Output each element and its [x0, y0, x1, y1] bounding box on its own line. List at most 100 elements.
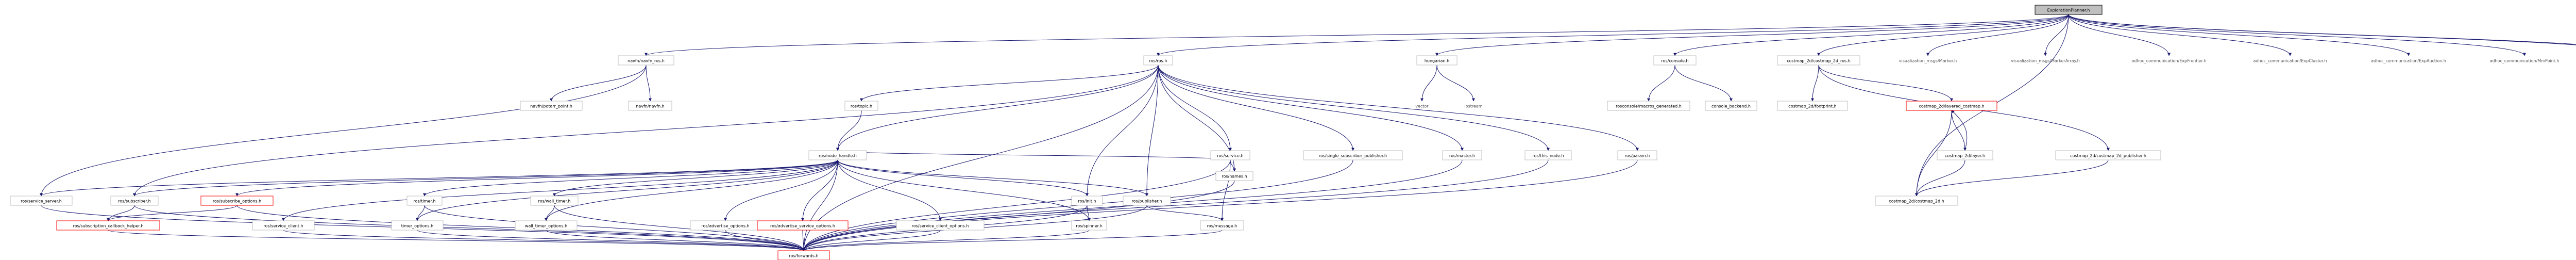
- node-label: iostream: [1464, 104, 1482, 109]
- node-label: ros/forwards.h: [789, 254, 818, 258]
- edge-ros_ros-to-ros_single_sub_pub: [1158, 64, 1354, 151]
- node-root[interactable]: ExplorationPlanner.h: [2035, 5, 2103, 15]
- node-ros-master[interactable]: ros/master.h: [1442, 150, 1482, 160]
- edge-ros_advertise_options-to-ros_forwards: [725, 230, 805, 251]
- node-costmap-2d[interactable]: costmap_2d/costmap_2d.h: [1875, 196, 1958, 206]
- edge-ros_node_handle-to-ros_advertise_options: [724, 159, 838, 221]
- node-label: wall_timer_options.h: [525, 224, 567, 229]
- edges-layer: [40, 14, 2576, 251]
- node-wall-timer-options[interactable]: wall_timer_options.h: [515, 220, 578, 231]
- node-ros-sub-cb-helper[interactable]: ros/subscription_callback_helper.h: [56, 220, 160, 231]
- node-ros-service-client-options[interactable]: ros/service_client_options.h: [896, 220, 985, 231]
- edge-ros_param-to-ros_forwards: [802, 159, 1638, 251]
- node-label: ros/spinner.h: [1076, 224, 1103, 229]
- edge-ros_node_handle-to-timer_options: [416, 159, 838, 221]
- node-label: ros/subscribe_options.h: [213, 199, 261, 204]
- node-adhoc-mmpoint: adhoc_communication/MmPoint.h: [2489, 59, 2559, 63]
- node-ros-this-node[interactable]: ros/this_node.h: [1524, 150, 1572, 160]
- edge-ros_ros-to-ros_subscriber: [133, 64, 1159, 197]
- edge-ros_service-to-ros_node_handle: [836, 150, 1231, 160]
- node-label: ros/node_handle.h: [819, 154, 857, 158]
- edge-costmap_ros-to-costmap_footprint: [1811, 64, 1819, 102]
- edge-ros_node_handle-to-ros_wall_timer: [553, 159, 838, 197]
- node-ros-timer[interactable]: ros/timer.h: [406, 196, 443, 206]
- node-ros-service-client[interactable]: ros/service_client.h: [252, 220, 315, 231]
- node-vis-marker: visualization_msgs/Marker.h: [1899, 59, 1957, 63]
- edge-ros_node_handle-to-ros_timer: [423, 159, 838, 197]
- edge-root-to-adhoc_mmpoint: [2068, 14, 2526, 56]
- node-label: adhoc_communication/ExpCluster.h: [2253, 59, 2327, 63]
- node-label: costmap_2d/costmap_2d.h: [1889, 199, 1944, 204]
- node-costmap-footprint[interactable]: costmap_2d/footprint.h: [1777, 101, 1848, 111]
- node-rosconsole-macros[interactable]: rosconsole/macros_generated.h: [1607, 101, 1690, 111]
- node-label: costmap_2d/footprint.h: [1788, 104, 1836, 109]
- node-ros-publisher[interactable]: ros/publisher.h: [1123, 196, 1171, 206]
- edge-ros_node_handle-to-ros_publisher: [837, 159, 1148, 197]
- node-navfn-potarr[interactable]: navfn/potarr_point.h: [520, 101, 583, 111]
- node-label: ros/param.h: [1625, 154, 1650, 158]
- node-label: costmap_2d/layered_costmap.h: [1919, 104, 1984, 109]
- edge-ros_wall_timer-to-ros_forwards: [554, 205, 805, 251]
- edge-ros_ros-to-ros_param: [1158, 64, 1639, 151]
- node-label: adhoc_communication/ExpAuction.h: [2371, 59, 2446, 63]
- node-ros-service-server[interactable]: ros/service_server.h: [10, 196, 73, 206]
- edge-ros_node_handle-to-ros_service_client: [282, 159, 838, 221]
- edge-ros_node_handle-to-wall_timer_options: [545, 159, 838, 221]
- node-label: ros/service_server.h: [21, 199, 62, 204]
- node-ros-topic[interactable]: ros/topic.h: [844, 101, 878, 111]
- node-label: ros/subscription_callback_helper.h: [73, 224, 144, 229]
- node-ros-ros[interactable]: ros/ros.h: [1143, 55, 1173, 66]
- edge-costmap_layer-to-costmap_2d: [1915, 159, 1965, 197]
- node-navfn-ros[interactable]: navfn/navfn_ros.h: [618, 55, 674, 66]
- node-ros-single-sub-pub[interactable]: ros/single_subscriber_publisher.h: [1303, 150, 1403, 160]
- node-vector: vector: [1415, 104, 1429, 109]
- node-label: adhoc_communication/ExpFrontier.h: [2131, 59, 2206, 63]
- node-ros-wall-timer[interactable]: ros/wall_timer.h: [530, 196, 579, 206]
- node-ros-subscriber[interactable]: ros/subscriber.h: [110, 196, 159, 206]
- node-ros-advertise-options[interactable]: ros/advertise_options.h: [690, 220, 761, 231]
- edge-ros_ros-to-ros_node_handle: [836, 64, 1159, 151]
- node-ros-subscribe-options[interactable]: ros/subscribe_options.h: [200, 196, 274, 206]
- node-label: ros/message.h: [1207, 224, 1237, 229]
- node-adhoc-auction: adhoc_communication/ExpAuction.h: [2371, 59, 2446, 63]
- node-ros-param[interactable]: ros/param.h: [1617, 150, 1657, 160]
- node-ros-advertise-service-options[interactable]: ros/advertise_service_options.h: [757, 220, 849, 231]
- edge-root-to-navfn_ros: [645, 14, 2069, 56]
- edge-root-to-adhoc_auction: [2068, 14, 2410, 56]
- node-label: ros/service.h: [1217, 154, 1243, 158]
- edge-ros_publisher-to-ros_message: [1146, 205, 1224, 221]
- node-vis-markerarray: visualization_msgs/MarkerArray.h: [2011, 59, 2080, 63]
- edge-root-to-map_merger: [2068, 14, 2576, 45]
- edge-ros_sub_cb_helper-to-ros_forwards: [108, 230, 805, 251]
- node-ros-console[interactable]: ros/console.h: [1653, 55, 1697, 66]
- node-label: ros/topic.h: [851, 104, 872, 109]
- node-ros-spinner[interactable]: ros/spinner.h: [1071, 220, 1107, 231]
- edge-costmap_layer-to-costmap_layered: [1951, 110, 1968, 151]
- edge-ros_node_handle-to-ros_subscriber: [133, 159, 838, 197]
- node-label: navfn/navfn_ros.h: [628, 59, 665, 63]
- edge-navfn_ros-to-ros_service_server: [40, 64, 647, 197]
- edge-ros_service-to-ros_forwards: [802, 159, 1231, 251]
- edge-costmap_publisher-to-costmap_2d: [1915, 159, 2109, 197]
- node-navfn-navfn[interactable]: navfn/navfn.h: [628, 101, 672, 111]
- edge-ros_node_handle-to-ros_service_server: [40, 159, 838, 197]
- edge-costmap_layered-to-costmap_layer: [1951, 110, 1967, 151]
- node-ros-init[interactable]: ros/init.h: [1071, 196, 1103, 206]
- node-label: ros/single_subscriber_publisher.h: [1319, 154, 1387, 158]
- node-ros-message[interactable]: ros/message.h: [1200, 220, 1244, 231]
- edge-costmap_ros-to-costmap_layered: [1818, 64, 1953, 102]
- node-label: ExplorationPlanner.h: [2047, 8, 2090, 13]
- node-ros-node-handle[interactable]: ros/node_handle.h: [808, 150, 867, 160]
- node-ros-service[interactable]: ros/service.h: [1210, 150, 1250, 160]
- node-costmap-layered[interactable]: costmap_2d/layered_costmap.h: [1906, 101, 1997, 111]
- node-hungarian[interactable]: hungarian.h: [1416, 55, 1458, 66]
- node-ros-names[interactable]: ros/names.h: [1215, 171, 1253, 181]
- node-console-backend[interactable]: console_backend.h: [1705, 101, 1757, 111]
- node-timer-options[interactable]: timer_options.h: [391, 220, 444, 231]
- node-ros-forwards[interactable]: ros/forwards.h: [777, 250, 830, 260]
- node-adhoc-frontier: adhoc_communication/ExpFrontier.h: [2131, 59, 2206, 63]
- node-costmap-ros[interactable]: costmap_2d/costmap_2d_ros.h: [1777, 55, 1860, 66]
- node-costmap-layer[interactable]: costmap_2d/layer.h: [1937, 150, 1993, 160]
- node-costmap-publisher[interactable]: costmap_2d/costmap_2d_publisher.h: [2055, 150, 2161, 160]
